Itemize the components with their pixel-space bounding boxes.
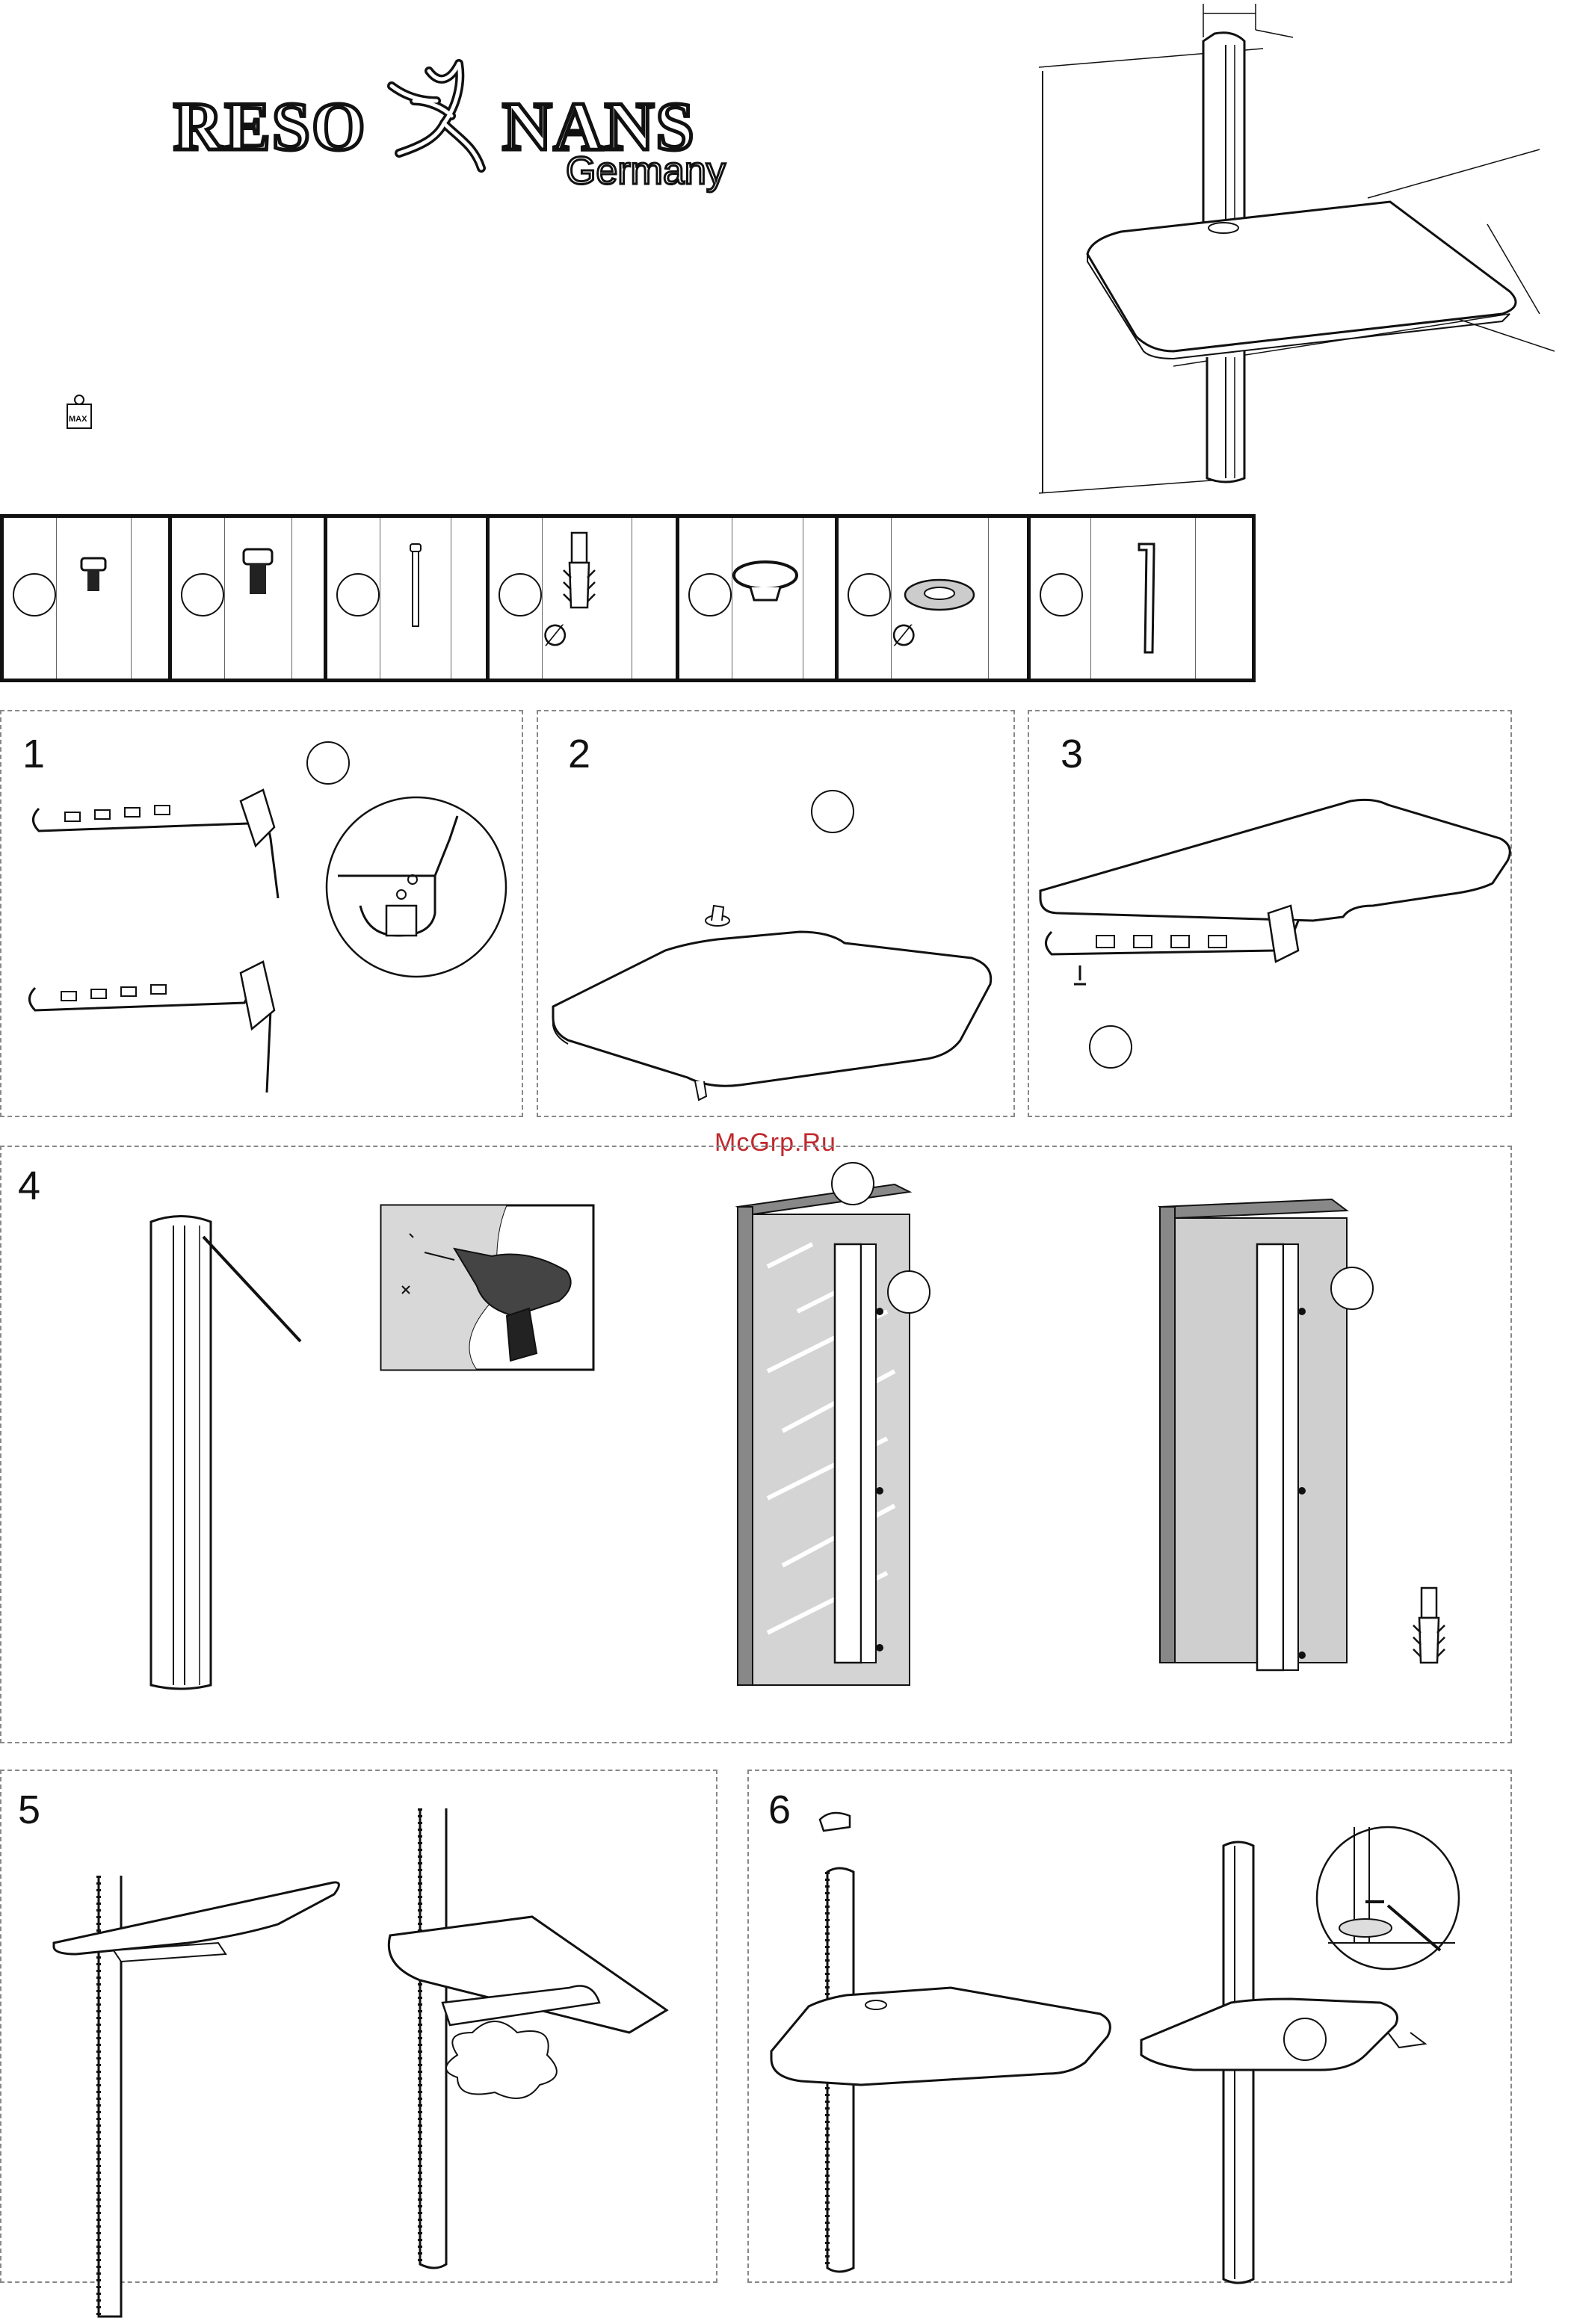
part-d-diameter: ∅ [542, 619, 568, 653]
step-6-part-badge [1283, 2018, 1327, 2061]
part-f-badge [848, 573, 891, 616]
shelf-on-pole-drawing [46, 1831, 360, 2324]
part-a-badge [13, 573, 56, 616]
brand-logo: RESO NANS Germany [173, 78, 741, 198]
part-f-diameter: ∅ [891, 619, 917, 653]
bracket-assembly-top [24, 756, 338, 906]
shelf-underside-drawing [546, 823, 1009, 1122]
brand-left-text: RESO [173, 92, 367, 161]
part-b-large-screw [172, 518, 327, 679]
shelf-mounted-with-cap-drawing [764, 1805, 1123, 2283]
washer-icon [898, 574, 981, 619]
step-2-panel: 2 [537, 710, 1015, 1117]
step-4-part-badge-a [831, 1162, 874, 1205]
plaster-wall-install-drawing [1160, 1177, 1354, 1715]
bracket-detail-zoom [323, 794, 510, 980]
wall-plug-small-icon [1410, 1588, 1448, 1670]
parts-list: ∅ ∅ [0, 514, 1256, 682]
part-e-cap [679, 518, 838, 679]
pole-with-key-drawing [143, 1207, 308, 1730]
dancer-figure-icon [369, 56, 519, 176]
max-weight-label: MAX [69, 415, 87, 424]
step-1-panel: 1 [0, 710, 523, 1117]
part-b-badge [181, 573, 224, 616]
step-4-part-badge-c [1330, 1267, 1374, 1310]
step-3-number: 3 [1061, 734, 1083, 774]
drill-inset-drawing [380, 1204, 596, 1372]
part-g-badge [1040, 573, 1083, 616]
final-assembly-drawing [1141, 1831, 1485, 2309]
wall-plug-icon [561, 533, 598, 615]
step-3-panel: 3 [1028, 710, 1512, 1117]
part-c-long-screw [327, 518, 490, 679]
part-f-washer: ∅ [839, 518, 1031, 679]
small-screw-icon [78, 548, 108, 608]
step-5-number: 5 [18, 1790, 40, 1830]
bracket-assembly-bottom [20, 921, 334, 1107]
long-screw-icon [408, 544, 423, 634]
part-d-badge [499, 573, 542, 616]
max-weight-icon: MAX [64, 394, 94, 431]
part-d-wall-plug: ∅ [490, 518, 679, 679]
brand-sub-text: Germany [566, 152, 726, 191]
step-4-number: 4 [18, 1166, 40, 1206]
brick-wall-install-drawing [738, 1177, 932, 1715]
large-screw-icon [241, 540, 275, 608]
step-2-number: 2 [568, 734, 590, 774]
cap-icon [728, 559, 803, 619]
shelf-with-bracket-drawing [1029, 794, 1507, 1093]
product-overview-drawing [1016, 0, 1555, 493]
part-c-badge [336, 573, 380, 616]
step-4-part-badge-b [887, 1270, 930, 1314]
part-e-badge [688, 573, 732, 616]
step-6-panel: 6 [747, 1770, 1512, 2283]
step-4-panel: 4 [0, 1146, 1512, 1743]
part-a-small-screw [4, 518, 172, 679]
bracket-slide-on-pole-drawing [375, 1786, 689, 2279]
step-5-panel: 5 [0, 1770, 717, 2283]
part-g-allen-key [1031, 518, 1252, 679]
allen-key-icon [1132, 537, 1176, 656]
